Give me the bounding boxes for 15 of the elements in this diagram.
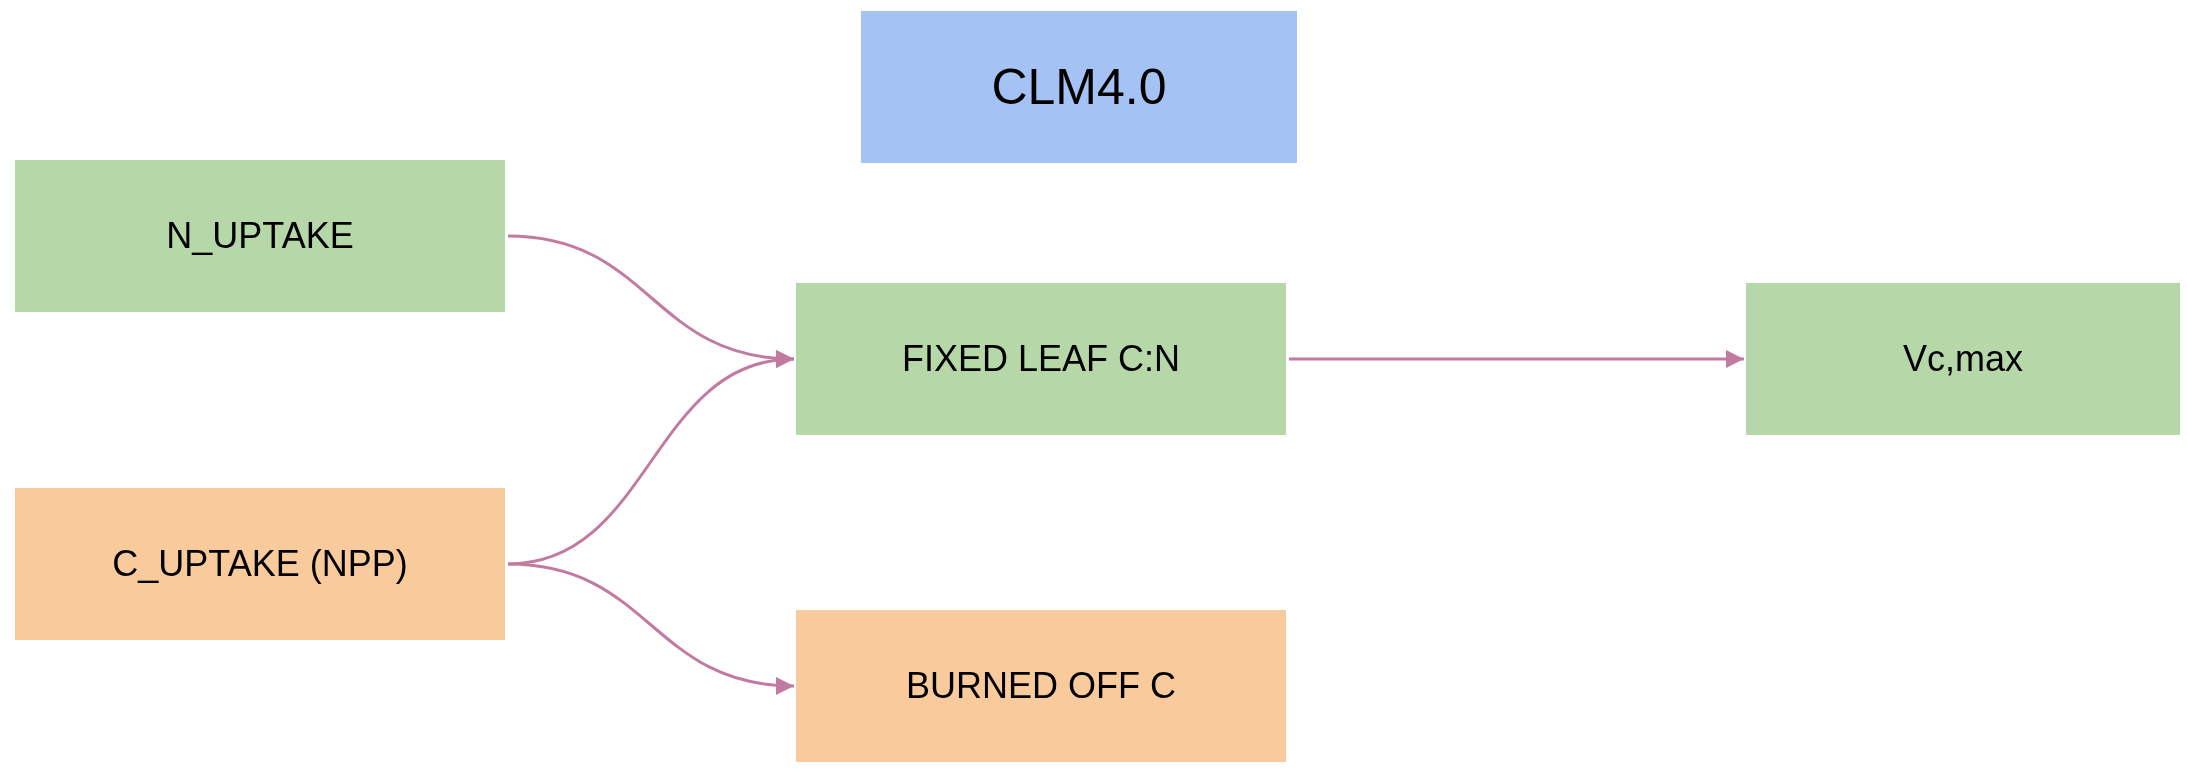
- arrow: [507, 562, 795, 694]
- box-label: C_UPTAKE (NPP): [112, 543, 408, 585]
- box-label: N_UPTAKE: [166, 215, 354, 257]
- box-label: FIXED LEAF C:N: [901, 338, 1181, 380]
- process-box: [1746, 283, 2180, 435]
- process-box: [15, 160, 505, 312]
- arrow: [507, 352, 795, 566]
- arrow: [1289, 350, 1744, 368]
- process-box: [15, 488, 505, 640]
- box-label: Vc,max: [1903, 338, 2023, 380]
- process-box: [796, 283, 1286, 435]
- box-label: BURNED OFF C: [906, 665, 1176, 707]
- title-box: [861, 11, 1297, 163]
- title-text: CLM4.0: [991, 58, 1167, 116]
- process-box: [796, 610, 1286, 762]
